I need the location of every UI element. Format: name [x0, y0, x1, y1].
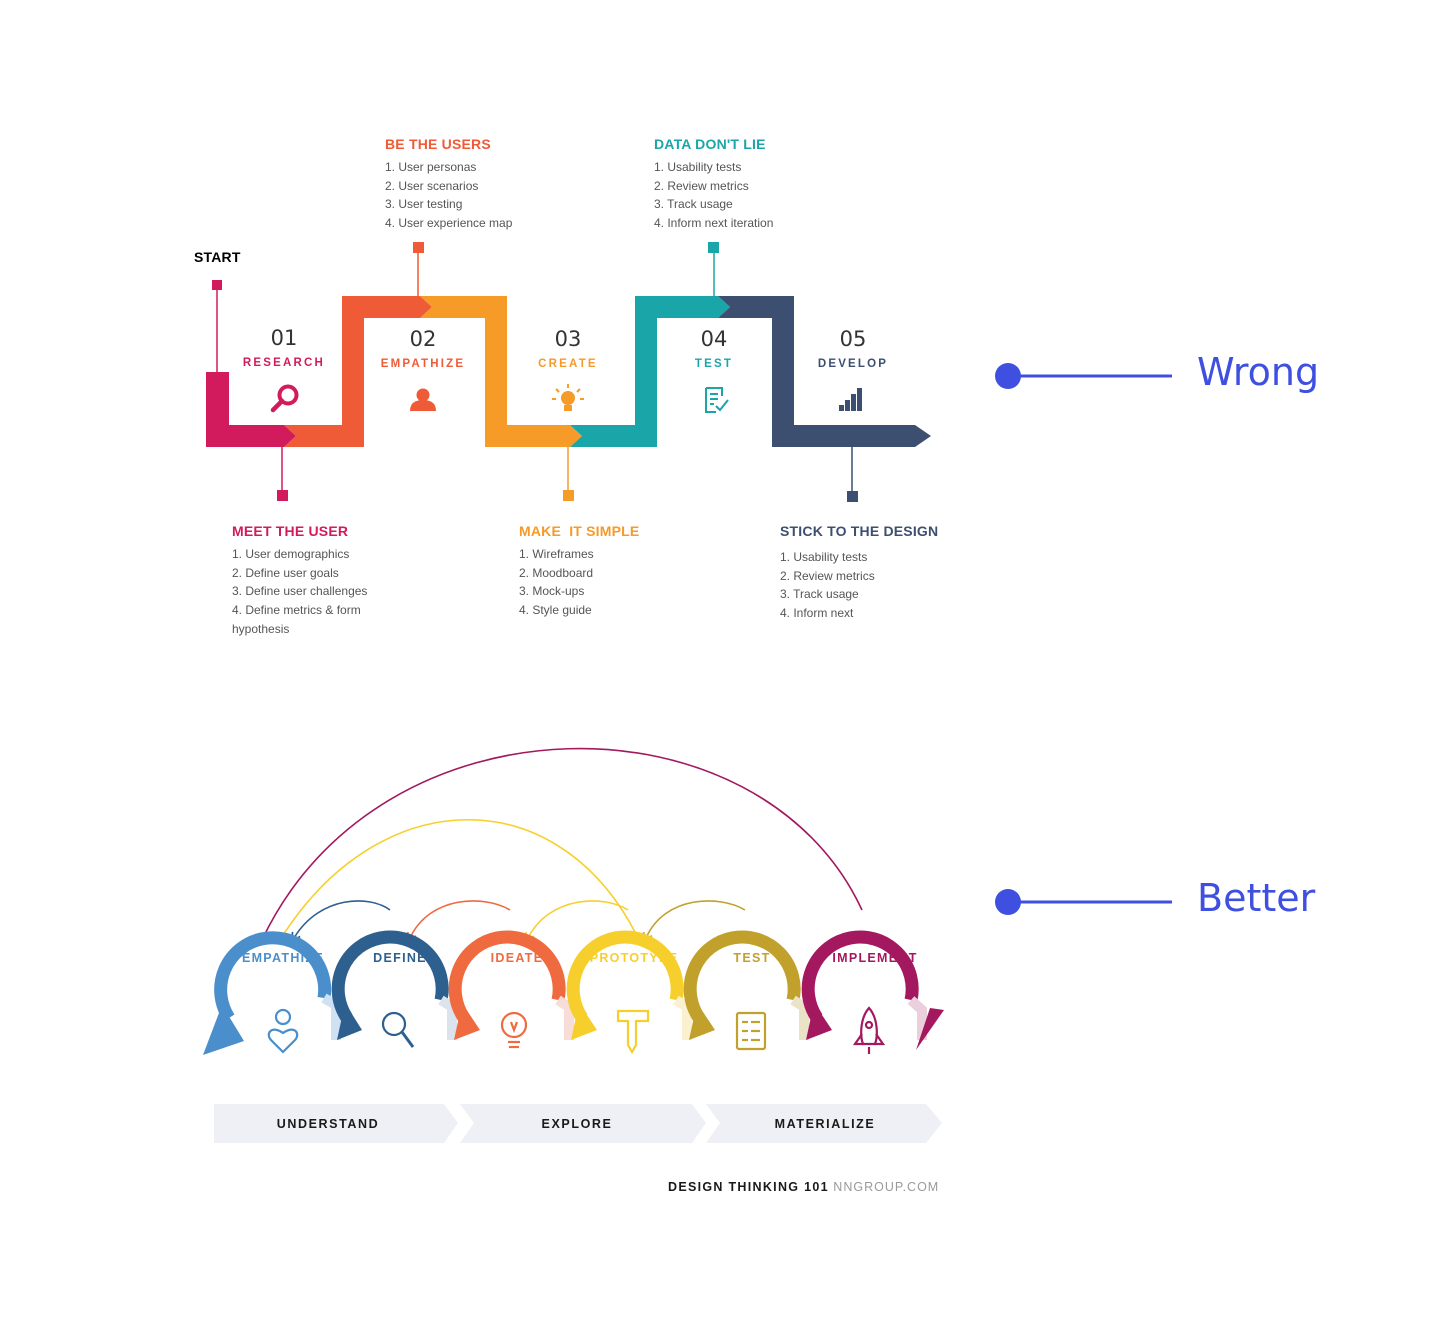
callout-title: MEET THE USER	[232, 523, 349, 539]
connector-data-dont-lie	[708, 242, 719, 297]
step-name-create: CREATE	[538, 358, 598, 370]
list-item: 4. Inform next	[780, 606, 854, 621]
callout-make-it-simple: MAKE IT SIMPLE 1. Wireframes 2. Moodboar…	[519, 523, 639, 620]
connector-be-the-users	[413, 242, 424, 297]
arc-implement-to-empathize	[259, 747, 863, 945]
connector-stick-to-the-design	[847, 447, 858, 502]
stage-label-empathize: EMPATHIZE	[241, 951, 325, 965]
callout-list: 1. Usability tests 2. Review metrics 3. …	[654, 158, 773, 233]
list-item: 1. User personas	[385, 160, 477, 174]
stage-label-ideate: IDEATE	[490, 951, 544, 965]
step-number: 01	[270, 326, 298, 350]
step-number: 03	[554, 327, 582, 351]
list-item: 4. Inform next iteration	[654, 216, 774, 231]
step-name-develop: DEVELOP	[817, 358, 889, 370]
stage-label-define: DEFINE	[373, 951, 427, 965]
arc-prototype-to-ideate	[525, 900, 629, 943]
callout-meet-the-user: MEET THE USER 1. User demographics 2. De…	[232, 523, 367, 639]
footer-title: DESIGN THINKING 101	[668, 1180, 829, 1194]
checklist-icon	[735, 1011, 767, 1051]
list-item: 4. Style guide	[519, 603, 592, 618]
callout-list: 1. Wireframes 2. Moodboard 3. Mock-ups 4…	[519, 545, 639, 620]
stage-label-implement: IMPLEMENT	[832, 951, 918, 965]
list-item: 2. Review metrics	[654, 178, 749, 193]
list-item: 3. User testing	[385, 197, 463, 212]
bar-chart-icon	[839, 388, 862, 411]
callout-title: STICK TO THE DESIGN	[780, 523, 939, 539]
stage-rings	[203, 930, 944, 1055]
label-better: Better	[1197, 876, 1316, 920]
lightbulb-icon	[552, 384, 584, 411]
wrong-process-diagram	[206, 242, 931, 502]
stage-label-test: TEST	[733, 951, 771, 965]
arc-test-to-prototype	[642, 900, 746, 943]
step-name-research: RESEARCH	[242, 357, 326, 369]
arc-prototype-to-empathize	[277, 818, 639, 945]
phase-explore: EXPLORE	[541, 1117, 613, 1131]
list-item: hypothesis	[232, 621, 290, 636]
list-item: 2. Moodboard	[519, 565, 594, 580]
callout-list: 1. Usability tests 2. Review metrics 3. …	[780, 548, 938, 623]
list-item: 1. Wireframes	[519, 547, 594, 561]
list-item: 3. Define user challenges	[232, 584, 368, 599]
magnifier-icon	[270, 384, 299, 413]
footer-source: NNGROUP.COM	[833, 1180, 940, 1194]
phase-understand: UNDERSTAND	[276, 1117, 380, 1131]
callout-title: BE THE USERS	[385, 136, 491, 152]
list-item: 2. Review metrics	[780, 568, 875, 583]
list-item: 4. Define metrics & form	[232, 603, 361, 618]
step-number: 04	[700, 327, 728, 351]
magnifier-icon	[381, 1011, 415, 1048]
callout-data-dont-lie: DATA DON'T LIE 1. Usability tests 2. Rev…	[654, 136, 773, 233]
list-item: 3. Mock-ups	[519, 584, 585, 599]
list-item: 3. Track usage	[654, 197, 733, 212]
connector-meet-the-user	[277, 447, 288, 501]
list-item: 4. User experience map	[385, 216, 513, 231]
callout-title: DATA DON'T LIE	[654, 136, 766, 152]
phase-materialize: MATERIALIZE	[774, 1117, 876, 1131]
phase-chevrons	[214, 1104, 942, 1143]
stage-label-prototype: PROTOTYPE	[589, 951, 679, 965]
better-marker	[995, 889, 1172, 915]
arc-define-to-empathize	[291, 900, 391, 943]
start-connector	[212, 280, 222, 373]
step-number: 02	[409, 327, 437, 351]
callout-stick-to-the-design: STICK TO THE DESIGN 1. Usability tests 2…	[780, 523, 938, 623]
hammer-icon	[616, 1009, 650, 1055]
callout-be-the-users: BE THE USERS 1. User personas 2. User sc…	[385, 136, 512, 233]
step-name-empathize: EMPATHIZE	[380, 358, 466, 370]
list-item: 3. Track usage	[780, 587, 859, 602]
step-name-test: TEST	[694, 358, 734, 370]
wrong-marker	[995, 363, 1172, 389]
callout-title: MAKE IT SIMPLE	[519, 523, 640, 539]
footer-credit: DESIGN THINKING 101 NNGROUP.COM	[668, 1178, 939, 1196]
arc-ideate-to-define	[406, 900, 511, 943]
rocket-icon	[852, 1006, 886, 1054]
callout-list: 1. User demographics 2. Define user goal…	[232, 545, 367, 639]
label-wrong: Wrong	[1197, 350, 1320, 394]
list-item: 2. Define user goals	[232, 565, 339, 580]
list-item: 2. User scenarios	[385, 178, 479, 193]
connector-make-it-simple	[563, 447, 574, 501]
checklist-icon	[705, 387, 729, 413]
list-item: 1. User demographics	[232, 547, 350, 561]
zigzag-band	[206, 296, 931, 447]
user-icon	[410, 388, 436, 411]
start-label: START	[194, 249, 241, 265]
list-item: 1. Usability tests	[654, 160, 742, 174]
step-number: 05	[839, 327, 867, 351]
callout-list: 1. User personas 2. User scenarios 3. Us…	[385, 158, 512, 233]
lightbulb-icon	[500, 1011, 528, 1049]
heart-person-icon	[267, 1008, 299, 1054]
list-item: 1. Usability tests	[780, 550, 868, 564]
